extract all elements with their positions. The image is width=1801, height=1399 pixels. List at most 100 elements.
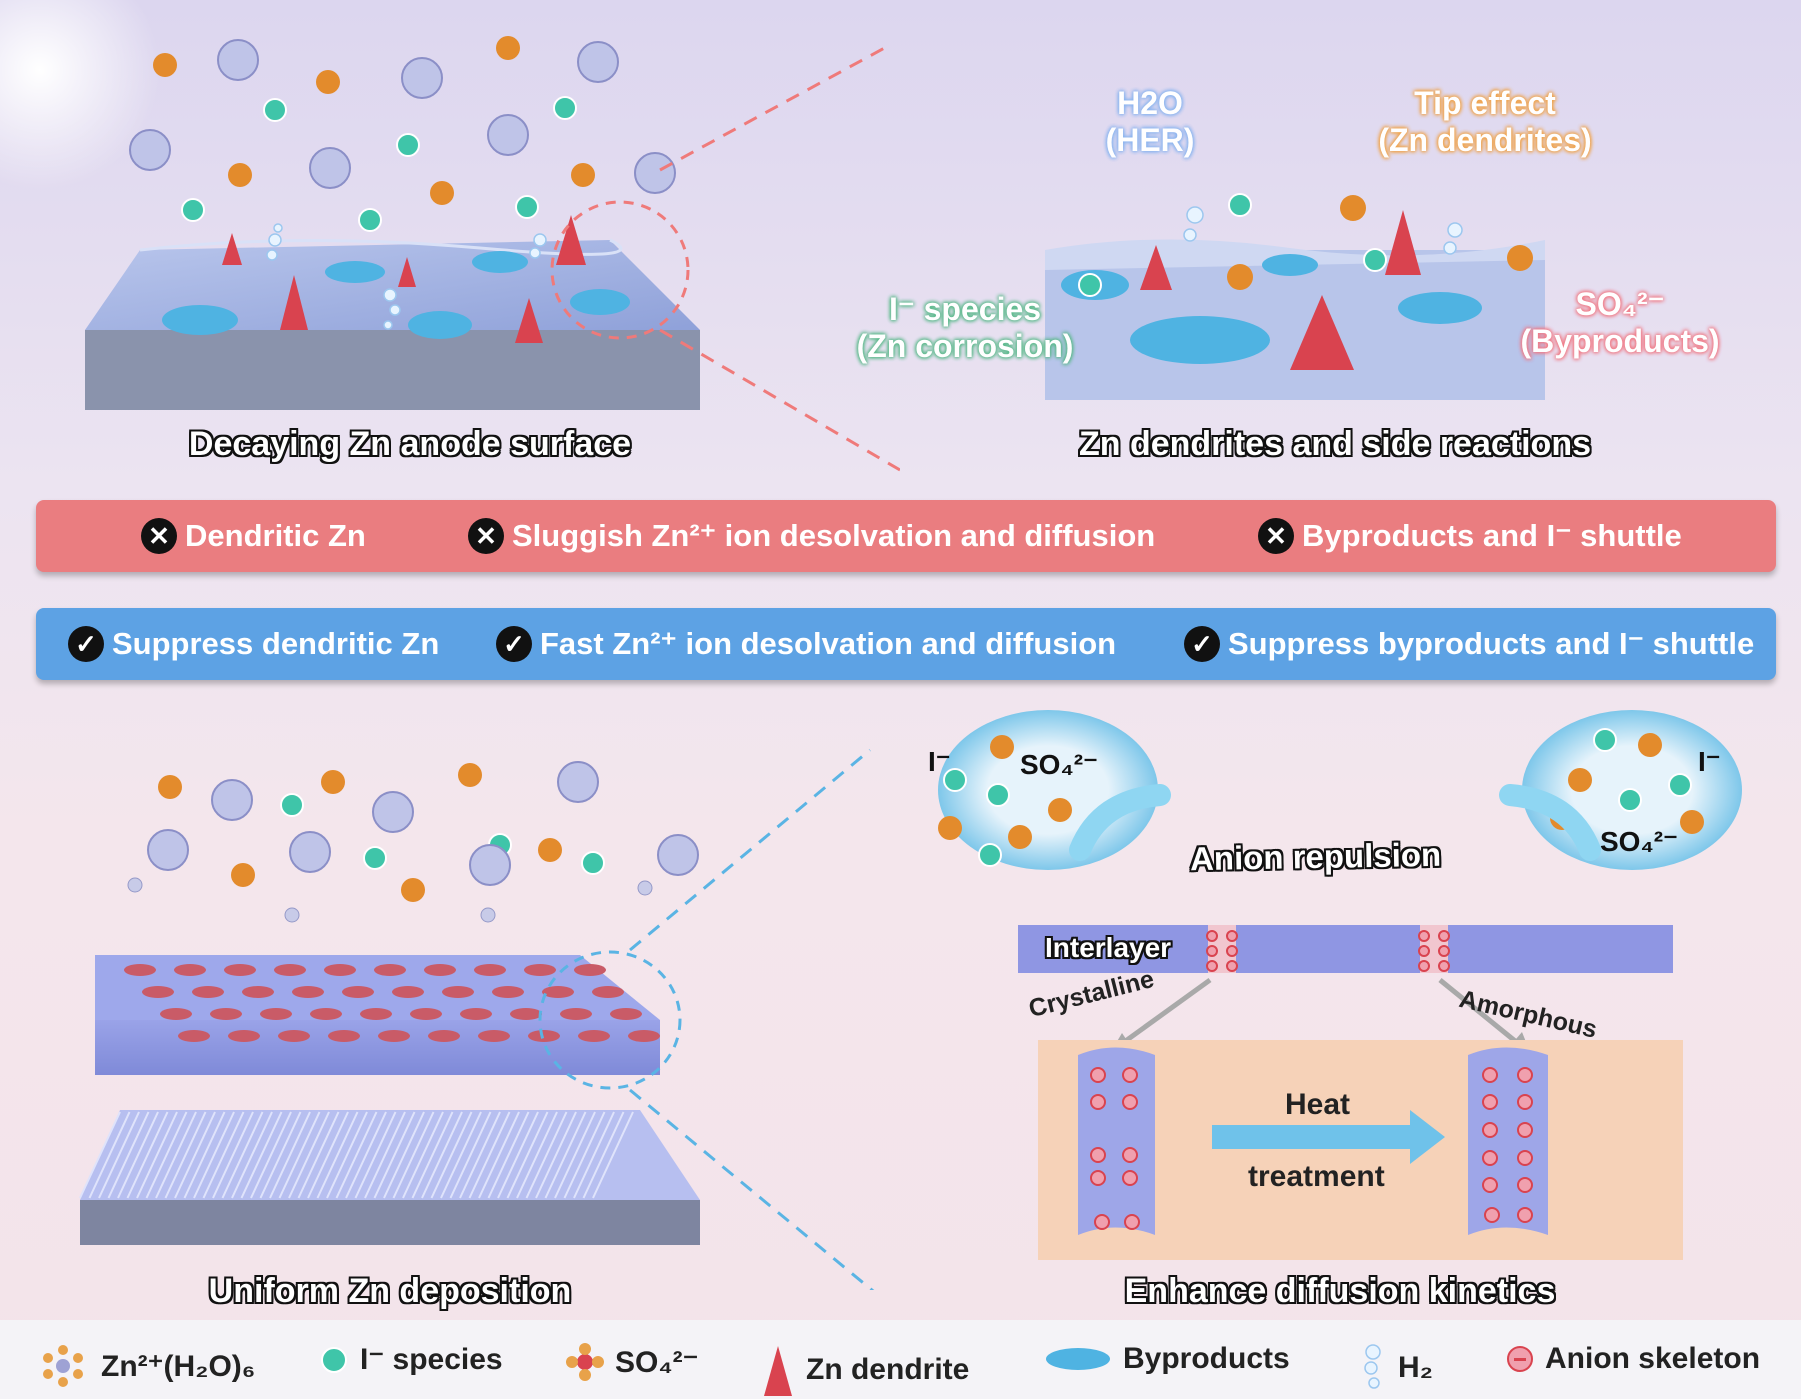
zn-rod [202, 1111, 245, 1199]
solution-item: ✓ Suppress dendritic Zn [68, 626, 439, 662]
solutions-banner: ✓ Suppress dendritic Zn ✓ Fast Zn²⁺ ion … [36, 608, 1776, 680]
zn-rod [411, 1111, 454, 1199]
byproduct [162, 305, 238, 335]
byproduct [1398, 292, 1482, 324]
callout-tip-effect-label: Tip effect [1414, 85, 1556, 121]
callout-so4: SO₄²⁻ (Byproducts) [1500, 285, 1740, 360]
light-glow [0, 0, 160, 190]
zn-rod [269, 1111, 311, 1199]
pore [574, 964, 606, 976]
legend-bar [0, 1320, 1801, 1399]
zoom-circle [550, 200, 690, 340]
pore [192, 986, 224, 998]
h2-icon [1364, 1344, 1381, 1389]
anion-skeleton-site [1517, 1122, 1533, 1138]
zn-rod [525, 1111, 568, 1199]
zn-rod [164, 1111, 207, 1199]
pore [142, 986, 174, 998]
pore [274, 964, 306, 976]
zn-dendrite [556, 215, 586, 265]
callout-i-species-sub: (Zn corrosion) [856, 328, 1074, 364]
callout-i-species: I⁻ species (Zn corrosion) [845, 290, 1085, 365]
zn-rod [373, 1111, 416, 1199]
legend-item: Zn dendrite [760, 1342, 969, 1398]
zn-rods [79, 1111, 634, 1199]
check-icon: ✓ [68, 626, 104, 662]
pore [474, 964, 506, 976]
pore [628, 1030, 660, 1042]
zn-dendrite [222, 233, 242, 265]
zn-rod [582, 1111, 625, 1199]
legend-item: I⁻ species [318, 1342, 503, 1377]
anion-skeleton-site [1482, 1122, 1498, 1138]
arrow-to-crystalline [1118, 977, 1212, 1048]
callout-so4-label: SO₄²⁻ [1575, 286, 1665, 322]
zn-rod [506, 1111, 549, 1199]
problem-text: Byproducts and I⁻ shuttle [1302, 518, 1682, 553]
zn-rod [231, 1111, 273, 1199]
pore [328, 1030, 360, 1042]
anion-skeleton-site [1090, 1170, 1106, 1186]
zn-rod [136, 1111, 178, 1199]
zn-rod [573, 1111, 615, 1199]
zn-rod [145, 1111, 188, 1199]
zn-rod [421, 1111, 463, 1199]
label-treatment: treatment [1248, 1160, 1385, 1193]
byproduct [408, 311, 472, 339]
zn-rod [88, 1111, 131, 1199]
anion-skeleton-site [1122, 1067, 1138, 1083]
problem-text: Sluggish Zn²⁺ ion desolvation and diffus… [512, 518, 1156, 553]
legend-label: H₂ [1398, 1351, 1433, 1384]
zn-rod [193, 1111, 235, 1199]
zn-rod [478, 1111, 520, 1199]
deposition-side [80, 1200, 700, 1245]
pore [610, 1008, 642, 1020]
legend-item: H₂ [1358, 1342, 1433, 1394]
pore [210, 1008, 242, 1020]
byproduct [1262, 254, 1318, 276]
bubble-label-so4-right: SO₄²⁻ [1600, 826, 1678, 857]
anion-skeleton-site [1482, 1150, 1498, 1166]
zn-rod [554, 1111, 596, 1199]
floating-ions [129, 36, 676, 232]
callout-h2o: H2O (HER) [1080, 85, 1220, 159]
zn-rod [221, 1111, 264, 1199]
zn-dendrite [280, 275, 308, 330]
pore [378, 1030, 410, 1042]
interlayer-pores [124, 964, 660, 1042]
repulsion-arrow-left [1069, 784, 1171, 861]
arrow-to-amorphous [1438, 978, 1522, 1047]
legend-item: Anion skeleton [1505, 1342, 1760, 1376]
check-icon: ✓ [1184, 626, 1220, 662]
pore [560, 1008, 592, 1020]
pore [578, 1030, 610, 1042]
anion-skeleton-site [1517, 1067, 1533, 1083]
bubble-label-so4-left: SO₄²⁻ [1020, 749, 1098, 780]
side-reactions-scene [1045, 193, 1545, 400]
zn-rod [449, 1111, 492, 1199]
callout-tip-effect: Tip effect (Zn dendrites) [1350, 85, 1620, 159]
zn-rod [383, 1111, 425, 1199]
zn-rod [107, 1111, 150, 1199]
zn-rod [326, 1111, 368, 1199]
x-icon: ✕ [141, 518, 177, 554]
zn-dendrite [398, 257, 416, 287]
zn-rod [345, 1111, 387, 1199]
i-species-icon [321, 1346, 347, 1373]
pore [310, 1008, 342, 1020]
decaying-anode-scene [0, 0, 900, 472]
interlayer-body [95, 1020, 660, 1075]
legend-item: Zn²⁺(H₂O)₆ [35, 1342, 255, 1390]
callout-so4-sub: (Byproducts) [1520, 323, 1720, 359]
zn-dendrite [515, 298, 543, 343]
pore [324, 964, 356, 976]
problem-item: ✕ Sluggish Zn²⁺ ion desolvation and diff… [468, 518, 1155, 554]
solution-text: Suppress dendritic Zn [112, 626, 440, 661]
legend-label: Byproducts [1123, 1342, 1290, 1375]
solution-item: ✓ Fast Zn²⁺ ion desolvation and diffusio… [496, 626, 1116, 662]
caption-side-reactions: Zn dendrites and side reactions [1078, 425, 1591, 463]
byproduct [570, 289, 630, 315]
pore [528, 1030, 560, 1042]
legend-item: SO₄²⁻ [565, 1342, 698, 1382]
byproduct [325, 261, 385, 283]
